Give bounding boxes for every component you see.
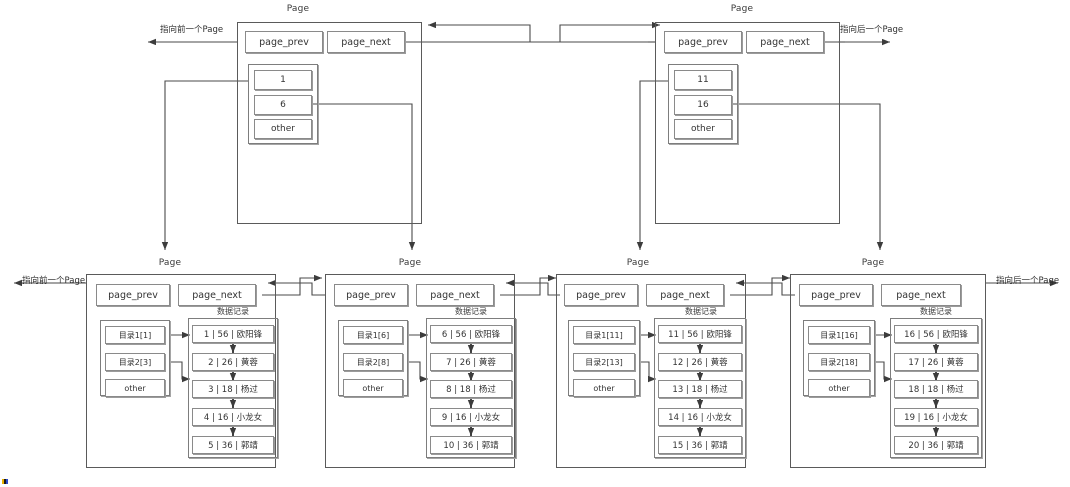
internal-right-key-0[interactable]: 11 <box>674 70 732 90</box>
top-right-next-annotation: 指向后一个Page <box>840 25 904 35</box>
top-left-prev-annotation: 指向前一个Page <box>160 25 224 35</box>
leaf-4-page-next[interactable]: page_next <box>881 284 961 306</box>
leaf-2-records-group <box>426 318 516 458</box>
leaf-4-record-3[interactable]: 19 | 16 | 小龙女 <box>894 408 978 426</box>
leaf-1-dir-0[interactable]: 目录1[1] <box>105 326 165 344</box>
internal-right-key-group <box>668 64 738 144</box>
leaf-1-dir-1[interactable]: 目录2[3] <box>105 353 165 371</box>
internal-left-key-1[interactable]: 6 <box>254 95 312 115</box>
leaf-1-records-group <box>188 318 278 458</box>
leaf-3-records-caption: 数据记录 <box>685 307 717 316</box>
leaf-4-dir-1[interactable]: 目录2[18] <box>808 353 870 371</box>
leaf-4-dir-0[interactable]: 目录1[16] <box>808 326 870 344</box>
page-caption-leaf-2: Page <box>398 258 422 268</box>
page-caption-internal-left: Page <box>286 4 310 14</box>
leaf-1-record-1[interactable]: 2 | 26 | 黄蓉 <box>192 353 274 371</box>
leaf-3-dir-0[interactable]: 目录1[11] <box>573 326 635 344</box>
leaf-4-record-1[interactable]: 17 | 26 | 黄蓉 <box>894 353 978 371</box>
leaf-3-record-3[interactable]: 14 | 16 | 小龙女 <box>658 408 742 426</box>
internal-left-key-group <box>248 64 318 144</box>
leaf-2-dir-0[interactable]: 目录1[6] <box>343 326 403 344</box>
leaf-1-records-caption: 数据记录 <box>217 307 249 316</box>
leaf-4-page-prev[interactable]: page_prev <box>799 284 873 306</box>
internal-right-page-prev[interactable]: page_prev <box>664 31 742 53</box>
internal-right-key-other[interactable]: other <box>674 119 732 139</box>
internal-node-right[interactable] <box>655 22 840 224</box>
corner-color-marker <box>2 479 8 484</box>
leaf-3-record-2[interactable]: 13 | 18 | 杨过 <box>658 380 742 398</box>
leaf-3-records-group <box>654 318 746 458</box>
leaf-right-next-annotation: 指向后一个Page <box>996 276 1060 286</box>
leaf-2-record-3[interactable]: 9 | 16 | 小龙女 <box>430 408 512 426</box>
leaf-4-record-0[interactable]: 16 | 56 | 欧阳锋 <box>894 325 978 343</box>
leaf-1-record-2[interactable]: 3 | 18 | 杨过 <box>192 380 274 398</box>
leaf-4-dir-other[interactable]: other <box>808 379 870 397</box>
leaf-1-dir-other[interactable]: other <box>105 379 165 397</box>
page-caption-leaf-3: Page <box>626 258 650 268</box>
internal-left-page-next[interactable]: page_next <box>327 31 405 53</box>
page-caption-leaf-1: Page <box>158 258 182 268</box>
internal-right-page-next[interactable]: page_next <box>746 31 824 53</box>
leaf-2-record-4[interactable]: 10 | 36 | 郭靖 <box>430 436 512 454</box>
internal-left-key-0[interactable]: 1 <box>254 70 312 90</box>
leaf-2-record-0[interactable]: 6 | 56 | 欧阳锋 <box>430 325 512 343</box>
internal-node-left[interactable] <box>237 22 422 224</box>
leaf-2-record-2[interactable]: 8 | 18 | 杨过 <box>430 380 512 398</box>
leaf-node-1[interactable] <box>86 274 276 468</box>
internal-right-key-1[interactable]: 16 <box>674 95 732 115</box>
leaf-4-record-4[interactable]: 20 | 36 | 郭靖 <box>894 436 978 454</box>
leaf-3-record-0[interactable]: 11 | 56 | 欧阳锋 <box>658 325 742 343</box>
page-caption-internal-right: Page <box>730 4 754 14</box>
leaf-1-page-next[interactable]: page_next <box>178 284 256 306</box>
leaf-2-dir-1[interactable]: 目录2[8] <box>343 353 403 371</box>
leaf-1-record-4[interactable]: 5 | 36 | 郭靖 <box>192 436 274 454</box>
leaf-left-prev-annotation: 指向前一个Page <box>22 276 86 286</box>
leaf-3-record-1[interactable]: 12 | 26 | 黄蓉 <box>658 353 742 371</box>
page-caption-leaf-4: Page <box>861 258 885 268</box>
leaf-3-page-prev[interactable]: page_prev <box>564 284 638 306</box>
leaf-4-records-caption: 数据记录 <box>920 307 952 316</box>
leaf-3-page-next[interactable]: page_next <box>646 284 724 306</box>
leaf-2-dir-other[interactable]: other <box>343 379 403 397</box>
leaf-3-dir-1[interactable]: 目录2[13] <box>573 353 635 371</box>
leaf-3-dir-other[interactable]: other <box>573 379 635 397</box>
internal-left-key-other[interactable]: other <box>254 119 312 139</box>
leaf-1-record-3[interactable]: 4 | 16 | 小龙女 <box>192 408 274 426</box>
leaf-2-records-caption: 数据记录 <box>455 307 487 316</box>
leaf-node-4[interactable] <box>790 274 986 468</box>
internal-left-page-prev[interactable]: page_prev <box>245 31 323 53</box>
leaf-2-record-1[interactable]: 7 | 26 | 黄蓉 <box>430 353 512 371</box>
leaf-1-page-prev[interactable]: page_prev <box>96 284 170 306</box>
leaf-node-2[interactable] <box>325 274 515 468</box>
leaf-3-record-4[interactable]: 15 | 36 | 郭靖 <box>658 436 742 454</box>
leaf-4-record-2[interactable]: 18 | 18 | 杨过 <box>894 380 978 398</box>
leaf-2-page-prev[interactable]: page_prev <box>334 284 408 306</box>
leaf-1-record-0[interactable]: 1 | 56 | 欧阳锋 <box>192 325 274 343</box>
leaf-4-records-group <box>890 318 982 458</box>
leaf-2-page-next[interactable]: page_next <box>416 284 494 306</box>
